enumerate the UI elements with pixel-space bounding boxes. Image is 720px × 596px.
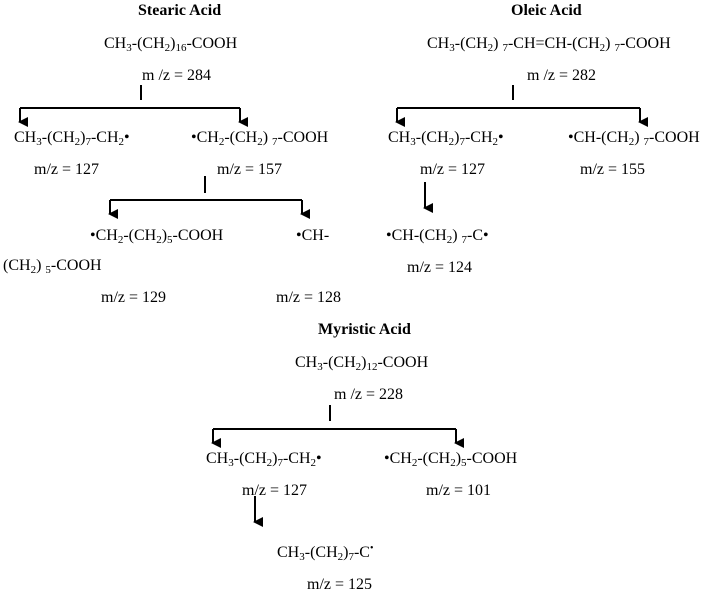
myristic-mz: m /z = 228 [334,386,404,403]
oleic-sub-fragment: •CH-(CH2) 7-C• [386,227,489,246]
stearic-left-mz: m/z = 127 [34,161,100,178]
stearic-title: Stearic Acid [138,2,222,19]
myristic-right-fragment: •CH2-(CH2)5-COOH [384,450,518,469]
stearic-sub-right-mz: m/z = 128 [276,289,342,306]
myristic-left-fragment: CH3-(CH2)7-CH2• [206,450,322,469]
oleic-mz: m /z = 282 [527,67,597,84]
myristic-title: Myristic Acid [318,321,411,338]
stearic-formula: CH3-(CH2)16-COOH [104,35,238,54]
stearic-left-fragment: CH3-(CH2)7-CH2• [14,129,130,148]
oleic-left-mz: m/z = 127 [420,161,486,178]
stearic-sub-left-mz: m/z = 129 [101,289,167,306]
oleic-sub-mz: m/z = 124 [407,259,473,276]
myristic-sub-fragment: CH3-(CH2)7-C• [277,543,374,563]
stearic-sub-right-fragment-cont: (CH2) 5-COOH [3,257,102,276]
myristic-left-mz: m/z = 127 [242,482,308,499]
oleic-left-fragment: CH3-(CH2)7-CH2• [388,129,504,148]
myristic-formula: CH3-(CH2)12-COOH [295,354,429,373]
stearic-right-fragment: •CH2-(CH2) 7-COOH [191,129,329,148]
stearic-right-mz: m/z = 157 [217,161,283,178]
oleic-right-mz: m/z = 155 [580,161,646,178]
stearic-sub-left-fragment: •CH2-(CH2)5-COOH [90,227,224,246]
oleic-title: Oleic Acid [511,2,582,19]
myristic-right-mz: m/z = 101 [426,482,492,499]
myristic-sub-mz: m/z = 125 [307,576,373,593]
stearic-sub-right-fragment: •CH- [296,227,330,244]
stearic-mz: m /z = 284 [142,67,212,84]
oleic-right-fragment: •CH-(CH2) 7-COOH [568,129,700,148]
oleic-formula: CH3-(CH2) 7-CH=CH-(CH2) 7-COOH [427,35,671,54]
